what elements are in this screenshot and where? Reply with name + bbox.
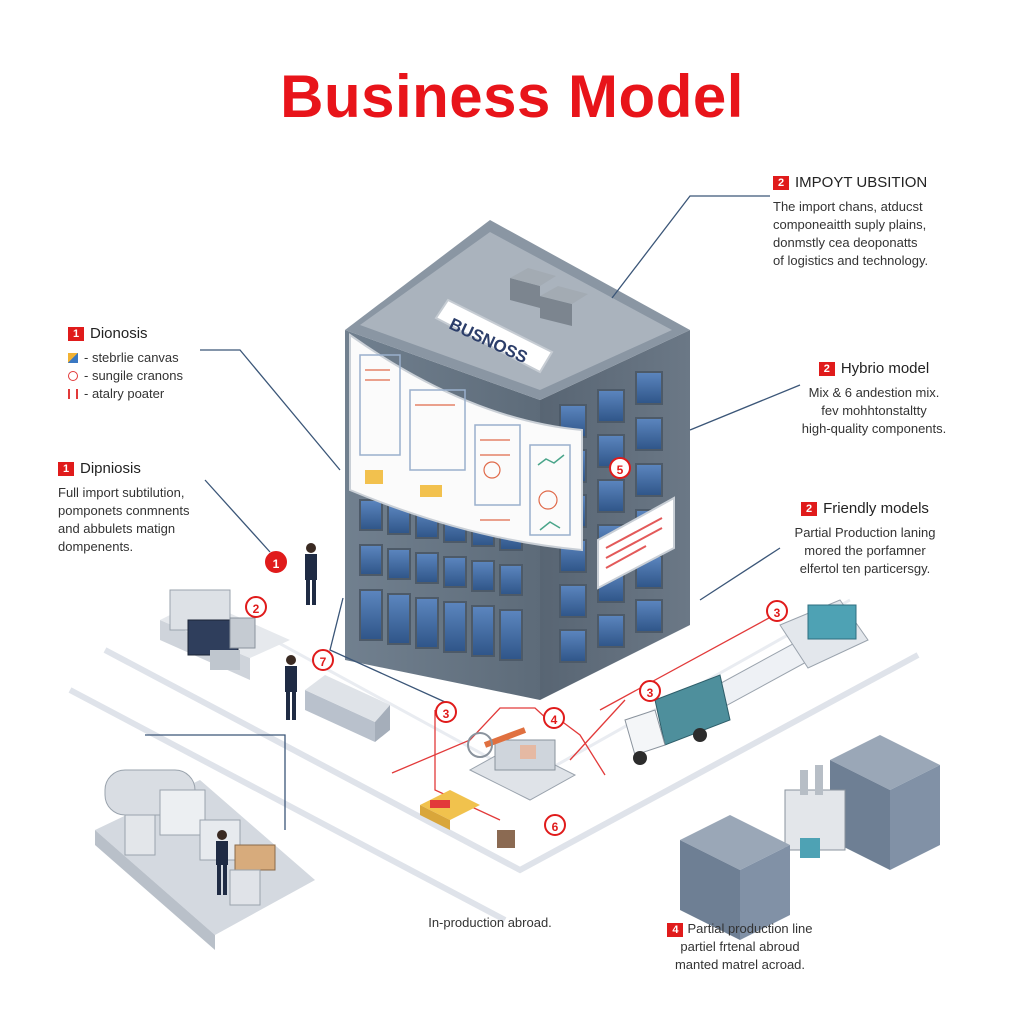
bullet-text: - stebrlie canvas xyxy=(84,350,179,365)
callout-line: Mix & 6 andestion mix. xyxy=(808,385,940,400)
factory-equipment-right xyxy=(784,765,846,858)
callout-line: pomponets conmnents xyxy=(58,503,190,518)
callout-number-badge: 1 xyxy=(68,327,84,341)
callout-line: of logistics and technology. xyxy=(773,253,929,268)
poster-icon xyxy=(68,389,78,399)
office-building: BUSNOSS xyxy=(345,220,690,700)
bullet-item: - stebrlie canvas xyxy=(68,349,183,367)
callout-number-badge: 1 xyxy=(58,462,74,476)
warehouse-right xyxy=(830,735,940,870)
bullet-item: - sungile cranons xyxy=(68,367,183,385)
callout-heading: Hybrio model xyxy=(840,360,930,377)
central-workshop xyxy=(467,727,577,801)
step-marker: 3 xyxy=(766,600,788,622)
footer-line: manted matrel acroad. xyxy=(674,957,806,972)
step-marker: 7 xyxy=(312,649,334,671)
callout-number-badge: 2 xyxy=(801,502,818,516)
ground-platform xyxy=(68,647,920,923)
callout-line: donmstly cea deoponatts xyxy=(773,235,918,250)
pallet-box xyxy=(420,790,480,830)
reception-desk xyxy=(305,675,390,742)
worker-figure xyxy=(216,830,228,895)
bullet-text: - sungile cranons xyxy=(84,368,183,383)
callout-line: fev mohhtonstaltty xyxy=(821,403,927,418)
callout-line: mored the porfamner xyxy=(804,543,926,558)
bullet-item: - atalry poater xyxy=(68,385,183,403)
process-flow-lines xyxy=(391,611,781,821)
callout-line: The import chans, atducst xyxy=(773,199,923,214)
footer-line: Partial production line xyxy=(687,921,813,936)
roof-hvac-units xyxy=(510,268,588,326)
callout-heading: Dionosis xyxy=(90,325,148,342)
callout-line: high-quality components. xyxy=(801,421,947,436)
callout-import-substitution: 2 IMPOYT UBSITION The import chans, atdu… xyxy=(773,174,928,270)
production-machinery-left xyxy=(160,589,290,680)
callout-number-badge: 2 xyxy=(773,176,789,190)
canvas-icon xyxy=(68,353,78,363)
businessperson-figure xyxy=(305,543,317,605)
callout-hybrid-model: 2 Hybrio model Mix & 6 andestion mix. fe… xyxy=(790,360,958,438)
small-crate xyxy=(497,830,515,848)
callout-line: componeaitth suply plains, xyxy=(773,217,927,232)
callout-line: elfertol ten particersgy. xyxy=(799,561,931,576)
delivery-truck xyxy=(624,674,731,765)
step-marker: 2 xyxy=(245,596,267,618)
callout-dionosis: 1 Dionosis - stebrlie canvas - sungile c… xyxy=(68,325,183,403)
footer-number-badge: 4 xyxy=(667,923,684,937)
callout-line: Partial Production laning xyxy=(794,525,936,540)
businesswoman-figure xyxy=(285,655,297,720)
production-floor-left xyxy=(95,769,315,950)
callout-heading: Dipniosis xyxy=(80,460,141,477)
business-canvas-banner xyxy=(349,333,583,552)
callout-dipniosis: 1 Dipniosis Full import subtilution, pom… xyxy=(58,460,190,556)
callout-line: dompenents. xyxy=(58,539,134,554)
callout-line: and abbulets matign xyxy=(58,521,176,536)
step-marker: 3 xyxy=(639,680,661,702)
callout-number-badge: 2 xyxy=(818,362,835,376)
side-chart-board xyxy=(597,496,675,590)
step-marker: 6 xyxy=(544,814,566,836)
step-marker: 4 xyxy=(543,707,565,729)
page-title: Business Model xyxy=(280,63,744,130)
callout-heading: Friendly models xyxy=(823,500,929,517)
step-marker: 3 xyxy=(435,701,457,723)
step-marker: 1 xyxy=(265,551,287,573)
warehouse-bottom-right xyxy=(680,815,790,940)
footer-line: partiel frtenal abroud xyxy=(680,939,800,954)
bullet-text: - atalry poater xyxy=(84,386,165,401)
step-marker: 5 xyxy=(609,457,631,479)
callout-heading: IMPOYT UBSITION xyxy=(795,174,928,191)
footer-caption-left: In-production abroad. xyxy=(428,915,552,930)
callout-friendly-models: 2 Friendly models Partial Production lan… xyxy=(780,500,950,578)
leader-lines xyxy=(145,195,801,830)
callout-line: Full import subtilution, xyxy=(58,485,185,500)
target-icon xyxy=(68,371,78,381)
